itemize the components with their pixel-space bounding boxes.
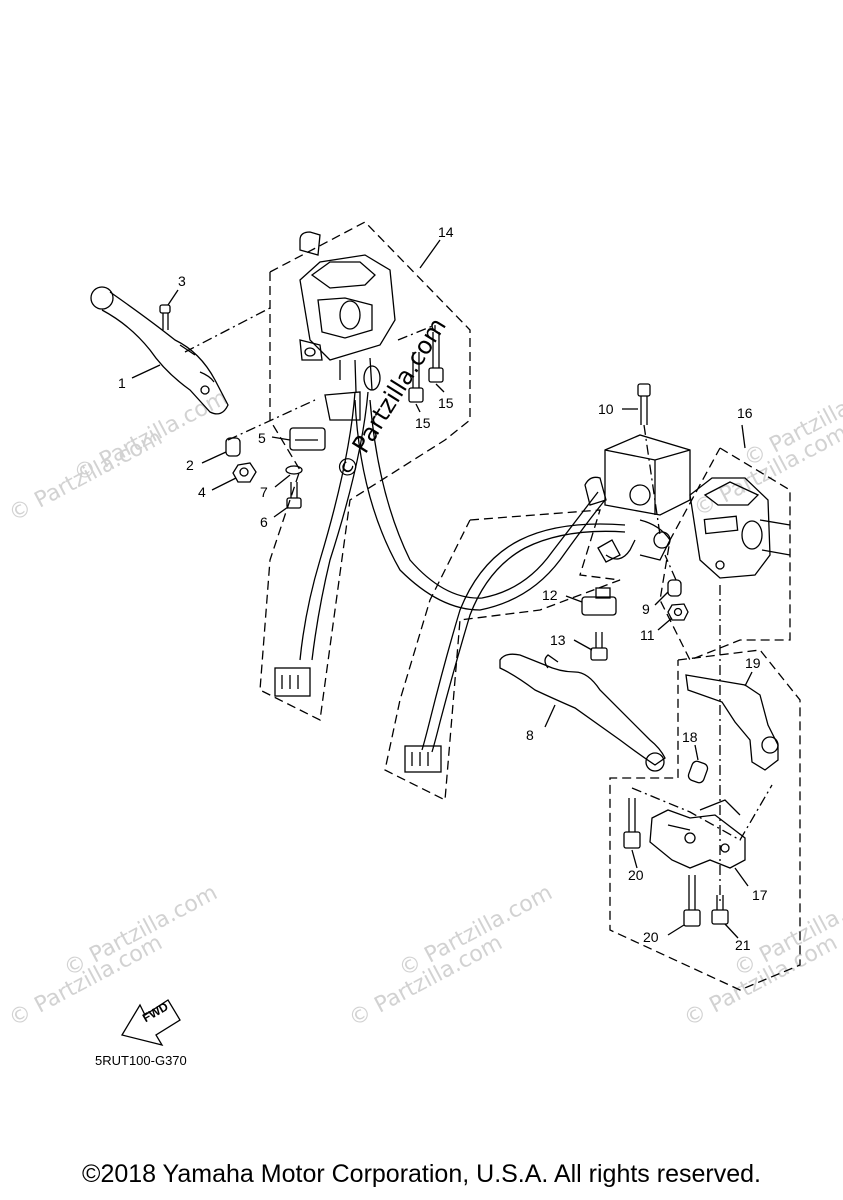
callout-3: 3 — [178, 273, 186, 289]
right-switch-housing — [689, 477, 791, 579]
collar-2 — [225, 437, 241, 457]
leader-15a — [415, 403, 421, 413]
handlebar — [354, 399, 606, 611]
bracket-17 — [649, 799, 746, 869]
leader-15b — [435, 383, 445, 393]
wire-left — [299, 391, 369, 661]
leader-20b — [667, 924, 685, 936]
callout-8: 8 — [526, 727, 534, 743]
callout-13: 13 — [550, 632, 566, 648]
leader-17 — [734, 867, 749, 887]
collar-9 — [667, 579, 682, 597]
leader-12 — [565, 595, 583, 603]
callout-20a: 20 — [628, 867, 644, 883]
collar-18 — [687, 760, 709, 784]
leader-11 — [657, 617, 673, 631]
callout-17: 17 — [752, 887, 768, 903]
boundary-14 — [259, 221, 471, 721]
switch-12 — [581, 587, 617, 616]
connector-center — [404, 745, 442, 773]
callout-15a: 15 — [415, 415, 431, 431]
boundary-16 — [659, 447, 791, 661]
boundary-center — [384, 509, 621, 802]
bolt-20a — [623, 798, 641, 849]
nut-11 — [667, 603, 689, 621]
screw-13 — [590, 632, 608, 661]
leader-3 — [167, 289, 179, 306]
leader-8 — [544, 704, 556, 728]
callout-16: 16 — [737, 405, 753, 421]
boundary-lower-right — [609, 649, 801, 991]
leader-21 — [724, 923, 739, 939]
leader-5 — [271, 436, 291, 441]
washer-7 — [285, 465, 303, 475]
callout-11: 11 — [640, 627, 655, 643]
master-cylinder — [584, 434, 691, 563]
leader-19 — [744, 671, 753, 687]
callout-10: 10 — [598, 401, 614, 417]
callout-6: 6 — [260, 514, 268, 530]
screw-3 — [159, 304, 171, 330]
front-brake-lever — [499, 653, 666, 772]
callout-1: 1 — [118, 375, 126, 391]
leader-13 — [573, 639, 593, 651]
callout-18: 18 — [682, 729, 698, 745]
leader-16 — [741, 424, 746, 449]
screw-21 — [711, 895, 729, 925]
dashdot-3 — [184, 307, 271, 353]
connector-left — [274, 667, 311, 697]
leader-7 — [274, 474, 291, 488]
screw-6 — [286, 482, 302, 509]
bolt-15a — [408, 352, 424, 403]
bolt-15b — [428, 332, 444, 383]
left-switch-housing — [299, 231, 396, 421]
leader-9 — [654, 591, 669, 606]
callout-15b: 15 — [438, 395, 454, 411]
callout-20b: 20 — [643, 929, 659, 945]
callout-labels: 1 2 3 4 5 6 7 8 9 10 11 12 13 14 15 15 1… — [118, 224, 768, 953]
leader-4 — [211, 477, 237, 491]
callout-4: 4 — [198, 484, 206, 500]
leader-20a — [631, 849, 638, 869]
bolt-20b — [683, 875, 701, 927]
leader-2 — [201, 451, 227, 464]
callout-19: 19 — [745, 655, 761, 671]
callout-14: 14 — [438, 224, 454, 240]
callout-12: 12 — [542, 587, 558, 603]
callout-5: 5 — [258, 430, 266, 446]
nut-4 — [232, 462, 257, 483]
callout-2: 2 — [186, 457, 194, 473]
leader-14 — [419, 239, 441, 269]
copyright-notice: ©2018 Yamaha Motor Corporation, U.S.A. A… — [82, 1160, 761, 1188]
switch-5 — [289, 427, 326, 451]
bolt-10 — [637, 383, 651, 425]
leader-1 — [131, 364, 161, 379]
fwd-arrow-icon — [120, 999, 181, 1047]
leader-6 — [273, 506, 289, 518]
callout-21: 21 — [735, 937, 751, 953]
callout-9: 9 — [642, 601, 650, 617]
lever-19 — [685, 674, 779, 771]
diagram-code: 5RUT100-G370 — [95, 1053, 187, 1068]
callout-7: 7 — [260, 484, 268, 500]
leader-18 — [694, 744, 699, 761]
brake-hose — [421, 523, 626, 753]
